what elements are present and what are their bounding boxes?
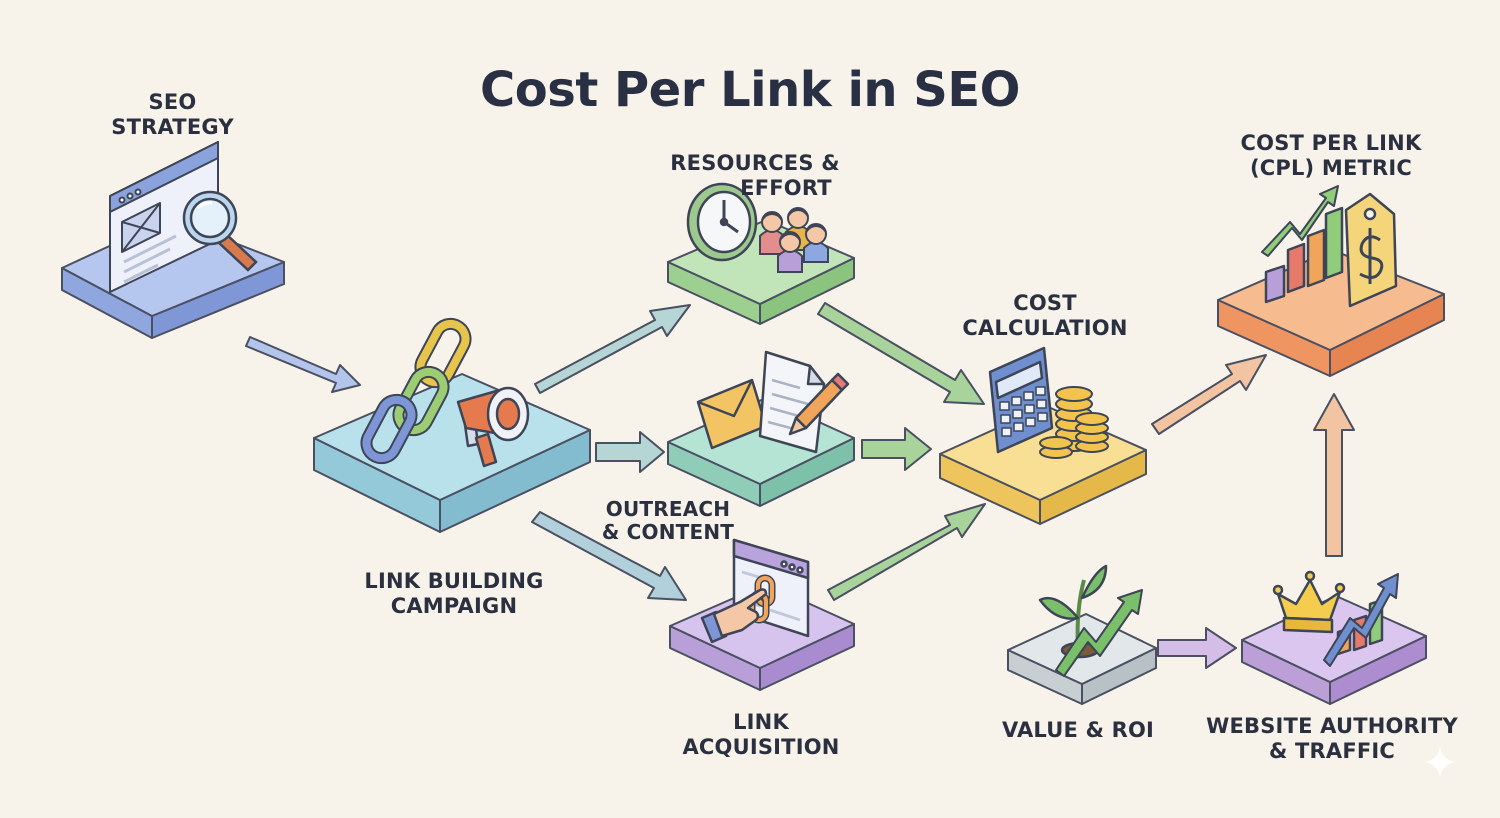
label-line: RESOURCES & — [670, 151, 840, 175]
arrow-authority-to-metric — [1313, 393, 1355, 557]
clock-icon — [686, 182, 758, 262]
label-line: ACQUISITION — [682, 735, 840, 759]
label-seo-strategy: SEO STRATEGY — [100, 90, 245, 140]
arrow-calculation-to-metric — [1151, 354, 1267, 435]
label-line: EFFORT — [740, 176, 832, 200]
label-line: CALCULATION — [962, 316, 1128, 340]
arrow-campaign-to-acquisition — [531, 511, 687, 601]
label-line: & CONTENT — [601, 520, 735, 544]
hand-pointer-icon — [700, 588, 768, 644]
platform-link-building — [313, 373, 591, 533]
bar-chart-icon — [1264, 206, 1344, 304]
label-value-roi: VALUE & ROI — [996, 718, 1160, 743]
label-website-authority: WEBSITE AUTHORITY & TRAFFIC — [1200, 714, 1464, 764]
label-resources: RESOURCES & EFFORT — [660, 151, 850, 201]
label-cost-calculation: COST CALCULATION — [950, 291, 1140, 341]
chain-link-icon — [360, 317, 472, 465]
label-line: CAMPAIGN — [390, 594, 518, 618]
label-line: SEO — [148, 90, 197, 114]
arrow-campaign-to-outreach — [595, 431, 665, 473]
arrow-roi-to-authority — [1157, 627, 1237, 669]
sparkle-icon — [1424, 746, 1456, 778]
page-title: Cost Per Link in SEO — [480, 62, 1020, 118]
pencil-icon — [788, 372, 850, 436]
flow-arrows — [245, 302, 1355, 669]
calculator-icon — [988, 346, 1054, 454]
label-line: LINK BUILDING — [364, 569, 544, 593]
label-link-building: LINK BUILDING CAMPAIGN — [356, 569, 552, 619]
label-line: COST — [1013, 291, 1077, 315]
label-line: COST PER LINK — [1240, 131, 1422, 155]
price-tag-icon — [1344, 192, 1398, 308]
megaphone-icon — [456, 386, 530, 468]
label-line: & TRAFFIC — [1268, 739, 1396, 763]
label-line: WEBSITE AUTHORITY — [1206, 714, 1458, 738]
arrow-acquisition-to-calculation — [827, 503, 986, 601]
label-line: VALUE & ROI — [1001, 718, 1155, 742]
magnifying-glass-icon — [182, 190, 258, 272]
people-group-icon — [759, 207, 829, 273]
platform-roi — [1007, 613, 1157, 705]
arrow-strategy-to-campaign — [245, 336, 361, 393]
label-line: (CPL) METRIC — [1249, 156, 1413, 180]
coin-stack-icon — [1039, 386, 1109, 459]
growth-arrow-icon — [1055, 589, 1143, 677]
label-outreach: OUTREACH & CONTENT — [596, 498, 740, 544]
label-line: LINK — [733, 710, 789, 734]
trend-arrow-icon — [1323, 573, 1399, 667]
label-link-acquisition: LINK ACQUISITION — [676, 710, 846, 760]
label-line: OUTREACH — [605, 497, 731, 521]
label-cpl-metric: COST PER LINK (CPL) METRIC — [1226, 131, 1436, 181]
trend-arrow-icon — [1261, 185, 1339, 257]
browser-window-icon — [109, 141, 219, 293]
arrow-outreach-to-calculation — [861, 427, 932, 471]
label-line: STRATEGY — [111, 115, 234, 139]
arrow-campaign-to-resources — [534, 304, 691, 394]
crown-icon — [1272, 570, 1346, 634]
arrow-resources-to-calculation — [817, 302, 985, 405]
